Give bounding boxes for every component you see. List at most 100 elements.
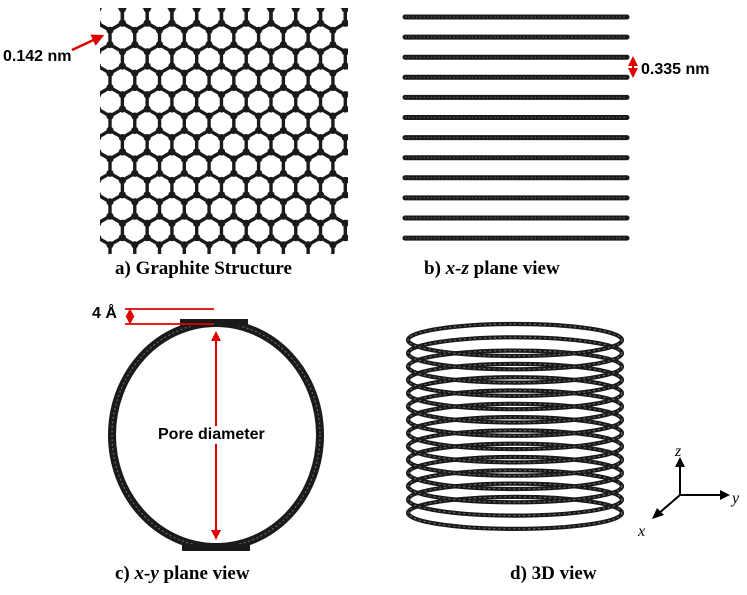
carbon-atom [69,105,76,112]
caption-c-prefix: c) [115,563,135,584]
bond [209,281,221,288]
carbon-atom [342,263,349,270]
caption-b-italic: x-z [445,258,469,279]
pore-ring-texture [407,469,623,503]
carbon-atom [180,83,188,92]
carbon-atom [193,191,201,199]
carbon-atom [329,112,337,120]
carbon-atom [279,212,287,220]
carbon-atom [367,20,374,27]
carbon-atom [255,0,262,5]
carbon-atom [255,198,263,206]
carbon-atom [155,83,164,92]
carbon-atom [367,5,374,12]
carbon-atom [230,126,238,134]
bond [216,8,222,11]
carbon-atom [279,241,287,249]
carbon-atom [143,219,151,227]
carbon-atom [255,284,262,291]
carbon-atom [106,212,114,220]
carbon-atom [82,113,89,120]
carbon-atom [131,0,138,5]
caption-d: d) 3D view [510,563,597,584]
bond [85,195,97,202]
carbon-atom [292,48,300,56]
carbon-atom [143,62,151,70]
carbon-atom [329,284,336,291]
carbon-atom [292,263,299,270]
bond [85,109,97,116]
bond [358,109,370,116]
carbon-atom [367,277,374,284]
carbon-atom [106,284,113,291]
pore-diameter-label: Pore diameter [156,426,267,444]
carbon-atom [82,27,89,34]
carbon-atom [292,19,300,27]
bond [308,259,320,266]
bond [85,216,97,223]
carbon-atom [304,241,312,249]
bond [85,88,97,95]
carbon-atom [181,0,188,5]
bond [85,216,97,223]
bond [196,8,202,11]
carbon-atom [329,155,337,163]
carbon-atom [354,84,361,91]
bond [85,23,97,30]
bond [221,281,233,288]
carbon-atom [230,155,238,163]
carbon-atom [279,41,287,49]
carbon-atom [82,198,89,205]
carbon-atom [354,0,361,5]
carbon-atom [304,69,312,77]
carbon-atom [118,62,126,70]
carbon-atom [168,148,176,156]
pore-ring-texture [407,496,623,530]
bond [259,281,271,288]
carbon-atom [217,134,226,142]
carbon-atom [367,63,374,70]
bond [290,8,297,11]
bond [241,8,247,11]
carbon-atom [217,176,226,185]
bond [315,8,322,11]
honeycomb-group [69,0,374,291]
carbon-atom [329,126,337,134]
carbon-atom [155,241,164,249]
carbon-atom [94,263,101,270]
carbon-atom [100,8,102,12]
bond [85,173,97,180]
bond [295,8,301,11]
carbon-atom [242,8,250,13]
bond [117,8,123,11]
carbon-atom [155,41,164,49]
carbon-atom [118,234,126,242]
carbon-atom [255,126,263,134]
carbon-atom [292,91,300,99]
carbon-atom [180,26,188,34]
carbon-atom [156,284,163,291]
carbon-atom [82,84,89,91]
bond [184,281,196,288]
pore-ring-texture [407,456,623,490]
carbon-atom [168,105,176,113]
carbon-atom [292,234,300,242]
carbon-atom [230,284,237,291]
carbon-atom [69,148,76,155]
carbon-atom [329,198,337,206]
carbon-atom [305,256,312,263]
carbon-atom [230,241,238,249]
carbon-atom [230,26,238,34]
panel-d-3d-view: z y x d) 3D view [380,295,747,595]
bond-length-label: 0.142 nm [3,48,72,65]
bond [344,8,348,11]
carbon-atom [342,277,349,284]
wall-thickness-label: 4 Å [92,305,117,322]
carbon-atom [217,8,226,13]
bond [85,2,97,9]
carbon-atom [193,62,201,70]
carbon-atom [205,126,213,134]
carbon-atom [367,134,374,141]
carbon-atom [82,256,89,263]
carbon-atom [82,213,89,220]
